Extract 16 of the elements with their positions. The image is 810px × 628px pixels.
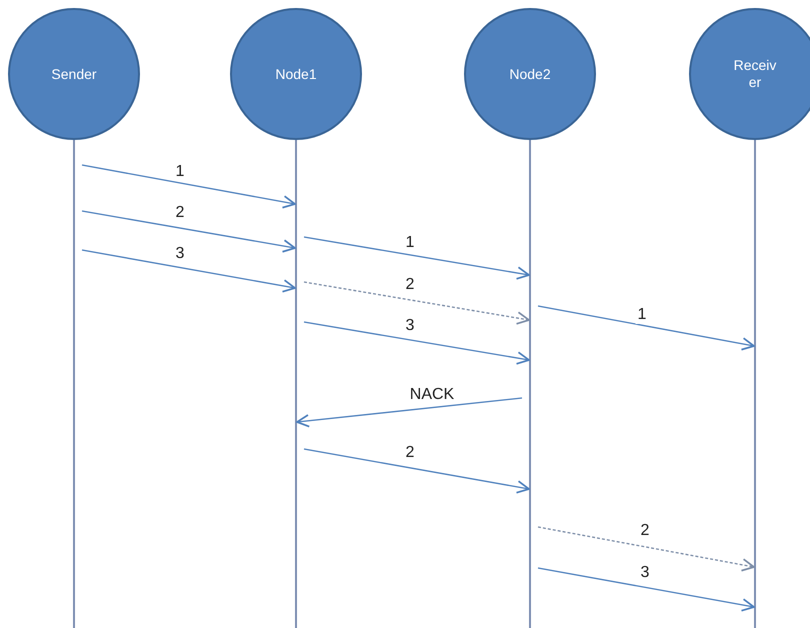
message-arrow <box>538 567 755 612</box>
participant-circle: Node2 <box>464 8 596 140</box>
message-arrow <box>304 281 530 325</box>
edge-label: 1 <box>636 306 648 324</box>
participant-circle: Node1 <box>230 8 362 140</box>
message-arrow <box>82 210 296 253</box>
message-arrow <box>296 397 522 428</box>
message-arrow <box>304 236 530 280</box>
message-arrow <box>82 249 296 293</box>
participant-circle: Receiver <box>689 8 810 140</box>
message-arrow <box>304 448 530 494</box>
message-arrow <box>538 526 755 572</box>
message-arrow <box>304 321 530 365</box>
message-arrow <box>538 305 755 350</box>
participant-circle: Sender <box>8 8 140 140</box>
message-arrow <box>82 164 296 208</box>
